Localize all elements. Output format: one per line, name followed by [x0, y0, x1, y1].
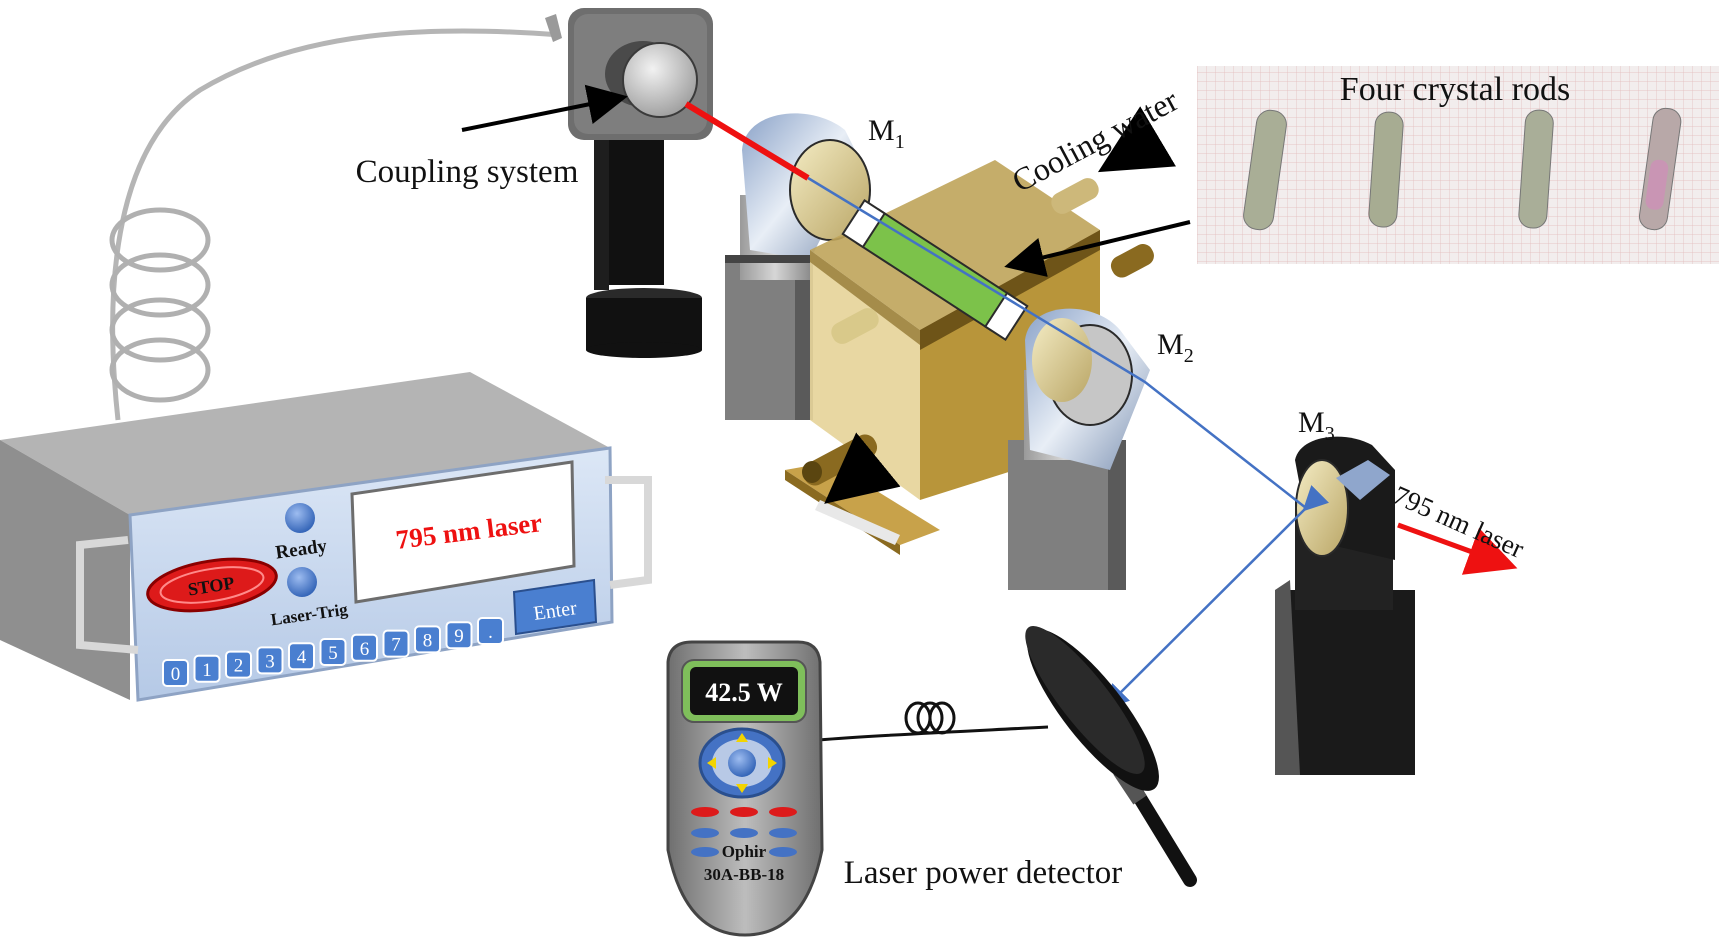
nav-left-icon[interactable]	[707, 757, 716, 769]
pump-beam	[684, 101, 810, 181]
sampled-beam	[1103, 485, 1329, 710]
keypad-key-label: 3	[265, 651, 275, 672]
meter-blue-button-1[interactable]	[691, 828, 719, 838]
laser-controller: 795 nm laser STOP Ready Laser-Trig Enter…	[0, 372, 652, 702]
controller-display	[350, 460, 576, 604]
resonator-beam	[807, 176, 1307, 509]
keypad-key-1[interactable]: 1	[193, 654, 221, 683]
power-detector-head	[1025, 626, 1197, 887]
keypad-key-label: 9	[454, 626, 464, 647]
stop-button[interactable]: STOP	[144, 551, 280, 619]
power-reading: 42.5 W	[705, 678, 783, 707]
nav-down-icon[interactable]	[736, 784, 748, 793]
keypad-key-2[interactable]: 2	[225, 650, 252, 679]
power-meter: 42.5 W Ophir 30A-BB-18	[666, 640, 824, 937]
detector-cable	[817, 701, 1049, 742]
output-beam	[1397, 522, 1518, 575]
keypad-key-6[interactable]: 6	[351, 633, 378, 662]
m2-label: M2	[1157, 328, 1194, 367]
mirror-m2	[1008, 308, 1150, 590]
water-out-arrow	[824, 432, 901, 504]
keypad-key-label: .	[488, 622, 493, 643]
keypad-key-9[interactable]: 9	[445, 621, 473, 650]
meter-red-button-2[interactable]	[730, 807, 758, 817]
m3-label: M3	[1298, 406, 1335, 445]
laser-trig-button[interactable]	[287, 567, 317, 597]
meter-blue-button-4[interactable]	[691, 847, 719, 857]
optical-fiber	[109, 28, 561, 421]
nav-right-icon[interactable]	[768, 757, 777, 769]
meter-red-button-3[interactable]	[769, 807, 797, 817]
keypad-key-label: 0	[171, 664, 181, 685]
m1-label: M1	[868, 114, 905, 153]
meter-blue-button-3[interactable]	[769, 828, 797, 838]
nav-up-icon[interactable]	[736, 733, 748, 742]
meter-blue-button-2[interactable]	[730, 828, 758, 838]
keypad-key-8[interactable]: 8	[414, 625, 441, 654]
keypad-key-dot[interactable]: .	[477, 617, 504, 645]
keypad-key-label: 5	[328, 643, 338, 664]
mirror-m3	[1275, 436, 1415, 775]
coupling-system-label: Coupling system	[356, 154, 579, 190]
crystal-rods-photo: Four crystal rods	[1197, 66, 1719, 264]
coupling-system-arrow	[461, 84, 628, 132]
keypad-key-3[interactable]: 3	[256, 646, 284, 675]
output-laser-label: 795 nm laser	[1389, 480, 1529, 564]
keypad-key-label: 6	[360, 639, 370, 660]
laser-power-detector-label: Laser power detector	[844, 855, 1123, 891]
keypad-key-label: 2	[234, 656, 244, 677]
meter-blue-button-5[interactable]	[769, 847, 797, 857]
four-crystal-rods-label: Four crystal rods	[1340, 71, 1570, 108]
keypad-key-4[interactable]: 4	[288, 642, 315, 671]
keypad-key-0[interactable]: 0	[162, 659, 189, 687]
crystal-pointer-arrow	[1004, 220, 1191, 277]
meter-red-button-1[interactable]	[691, 807, 719, 817]
nav-center-button[interactable]	[728, 749, 756, 777]
mirror-m1	[725, 113, 871, 420]
keypad-key-label: 8	[423, 630, 433, 651]
keypad-key-5[interactable]: 5	[319, 638, 347, 666]
keypad-key-label: 7	[391, 635, 401, 656]
ready-button[interactable]	[285, 503, 315, 533]
meter-model: 30A-BB-18	[704, 865, 784, 884]
keypad-key-label: 1	[202, 660, 212, 681]
water-in-arrow	[1097, 106, 1177, 173]
meter-brand: Ophir	[722, 842, 767, 861]
keypad-key-label: 4	[297, 647, 307, 668]
enter-button[interactable]: Enter	[512, 578, 598, 636]
keypad-key-7[interactable]: 7	[382, 629, 410, 658]
